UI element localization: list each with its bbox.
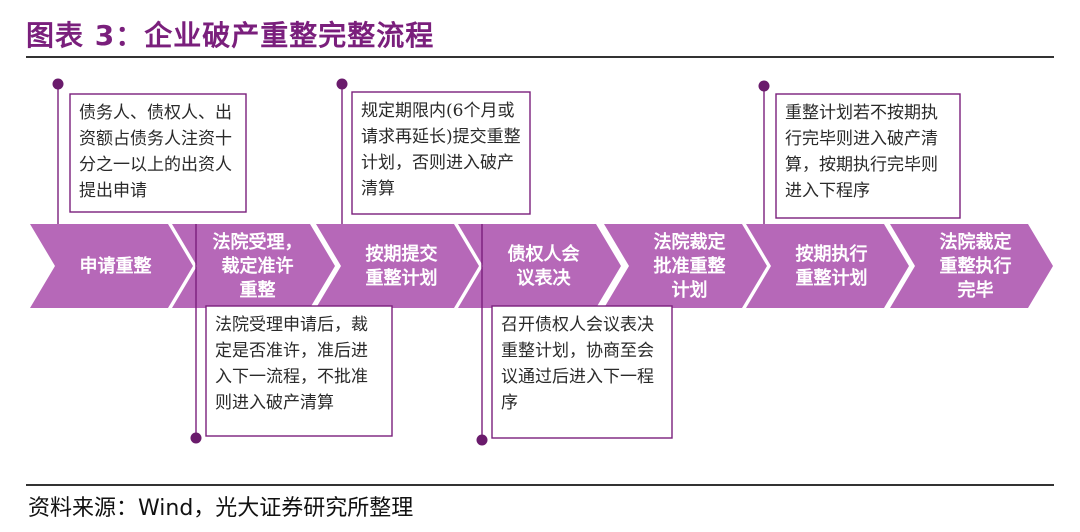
stage-label: 申请重整 <box>80 255 152 277</box>
note-text: 重整计划若不按期执 <box>785 103 938 123</box>
stage-label: 债权人会 <box>508 243 580 265</box>
note-text: 资额占债务人注资十 <box>79 129 232 149</box>
source-rule <box>26 484 1054 486</box>
note-text: 序 <box>501 393 518 413</box>
stage-label: 重整 <box>240 279 276 301</box>
stage-label: 重整执行 <box>940 255 1012 277</box>
note-text: 议通过后进入下一程 <box>501 367 654 387</box>
note-text: 行完毕则进入破产清 <box>785 129 938 149</box>
connector-dot <box>190 432 202 444</box>
note-text: 债务人、债权人、出 <box>79 103 232 123</box>
stage-label: 法院裁定 <box>940 231 1012 253</box>
figure-title: 图表 3：企业破产重整完整流程 <box>26 19 435 52</box>
connector-dot <box>758 80 770 92</box>
note-text: 召开债权人会议表决 <box>501 315 654 335</box>
stage-label: 批准重整 <box>654 255 726 277</box>
stage-label: 法院裁定 <box>654 231 726 253</box>
note-text: 请求再延长)提交重整 <box>361 127 521 147</box>
stage-chevron <box>458 224 621 308</box>
note-text: 算，按期执行完毕则 <box>785 155 938 175</box>
note-text: 定是否准许，准后进 <box>215 341 368 361</box>
stage-chevron <box>172 224 335 308</box>
stage-label: 法院受理， <box>213 231 303 253</box>
stage-label: 议表决 <box>517 267 572 289</box>
note-box <box>205 305 393 437</box>
note-box <box>775 93 961 219</box>
process-diagram: 申请重整法院受理，裁定准许重整按期提交重整计划债权人会议表决法院裁定批准重整计划… <box>30 78 1053 446</box>
title-rule <box>26 56 1054 58</box>
note-text: 进入下程序 <box>785 181 870 201</box>
stage-chevron <box>316 224 479 308</box>
stage-label: 重整计划 <box>366 267 438 289</box>
note-text: 清算 <box>361 179 395 199</box>
note-text: 提出申请 <box>79 181 147 201</box>
connector-dot <box>52 78 64 90</box>
note-text: 则进入破产清算 <box>215 393 334 413</box>
stage-label: 完毕 <box>958 279 994 301</box>
stage-label: 计划 <box>672 279 708 301</box>
note-box <box>69 93 247 213</box>
stage-chevron <box>604 224 767 308</box>
note-text: 入下一流程，不批准 <box>215 367 368 387</box>
source-note: 资料来源：Wind，光大证券研究所整理 <box>28 496 414 521</box>
stage-chevron <box>30 224 193 308</box>
connector-dot <box>476 434 488 446</box>
stage-label: 裁定准许 <box>222 255 294 277</box>
note-text: 重整计划，协商至会 <box>501 341 654 361</box>
stage-label: 重整计划 <box>796 267 868 289</box>
note-box <box>491 305 673 439</box>
stage-chevron <box>890 224 1053 308</box>
stage-label: 按期提交 <box>366 243 438 265</box>
note-text: 规定期限内(6个月或 <box>361 101 514 121</box>
note-box <box>351 91 531 215</box>
note-text: 计划，否则进入破产 <box>361 153 514 173</box>
connector-dot <box>336 78 348 90</box>
stage-label: 按期执行 <box>796 243 868 265</box>
note-text: 法院受理申请后，裁 <box>215 315 368 335</box>
note-text: 分之一以上的出资人 <box>79 155 232 175</box>
stage-chevron <box>746 224 909 308</box>
